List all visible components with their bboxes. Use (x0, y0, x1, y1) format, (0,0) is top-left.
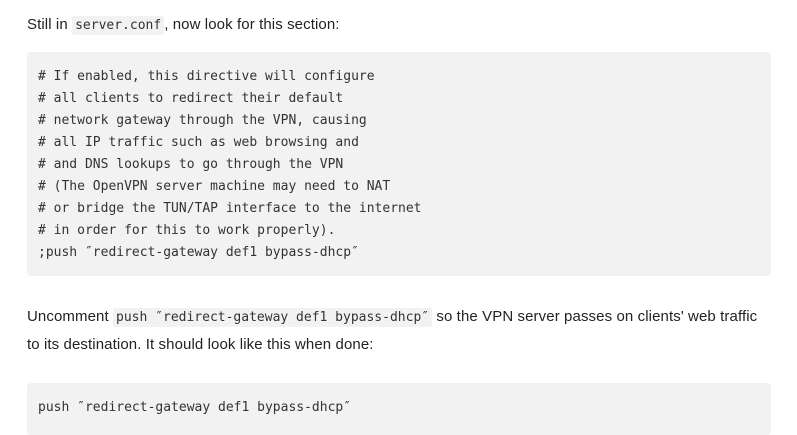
intro-text-before: Still in (27, 16, 73, 33)
intro-text-after: , now look for this section: (164, 16, 340, 33)
code-block-push-result: push ″redirect-gateway def1 bypass-dhcp″ (27, 383, 771, 435)
intro-paragraph: Still in server.conf, now look for this … (27, 6, 771, 39)
uncomment-text-after: so the VPN server passes on clients' web… (27, 308, 758, 353)
inline-code-push-directive: push ″redirect-gateway def1 bypass-dhcp″ (113, 308, 433, 327)
inline-code-server-conf: server.conf (72, 16, 165, 35)
uncomment-paragraph: Uncomment push ″redirect-gateway def1 by… (27, 303, 771, 358)
uncomment-text-before: Uncomment (27, 308, 114, 325)
code-block-server-conf-section: # If enabled, this directive will config… (27, 52, 771, 276)
